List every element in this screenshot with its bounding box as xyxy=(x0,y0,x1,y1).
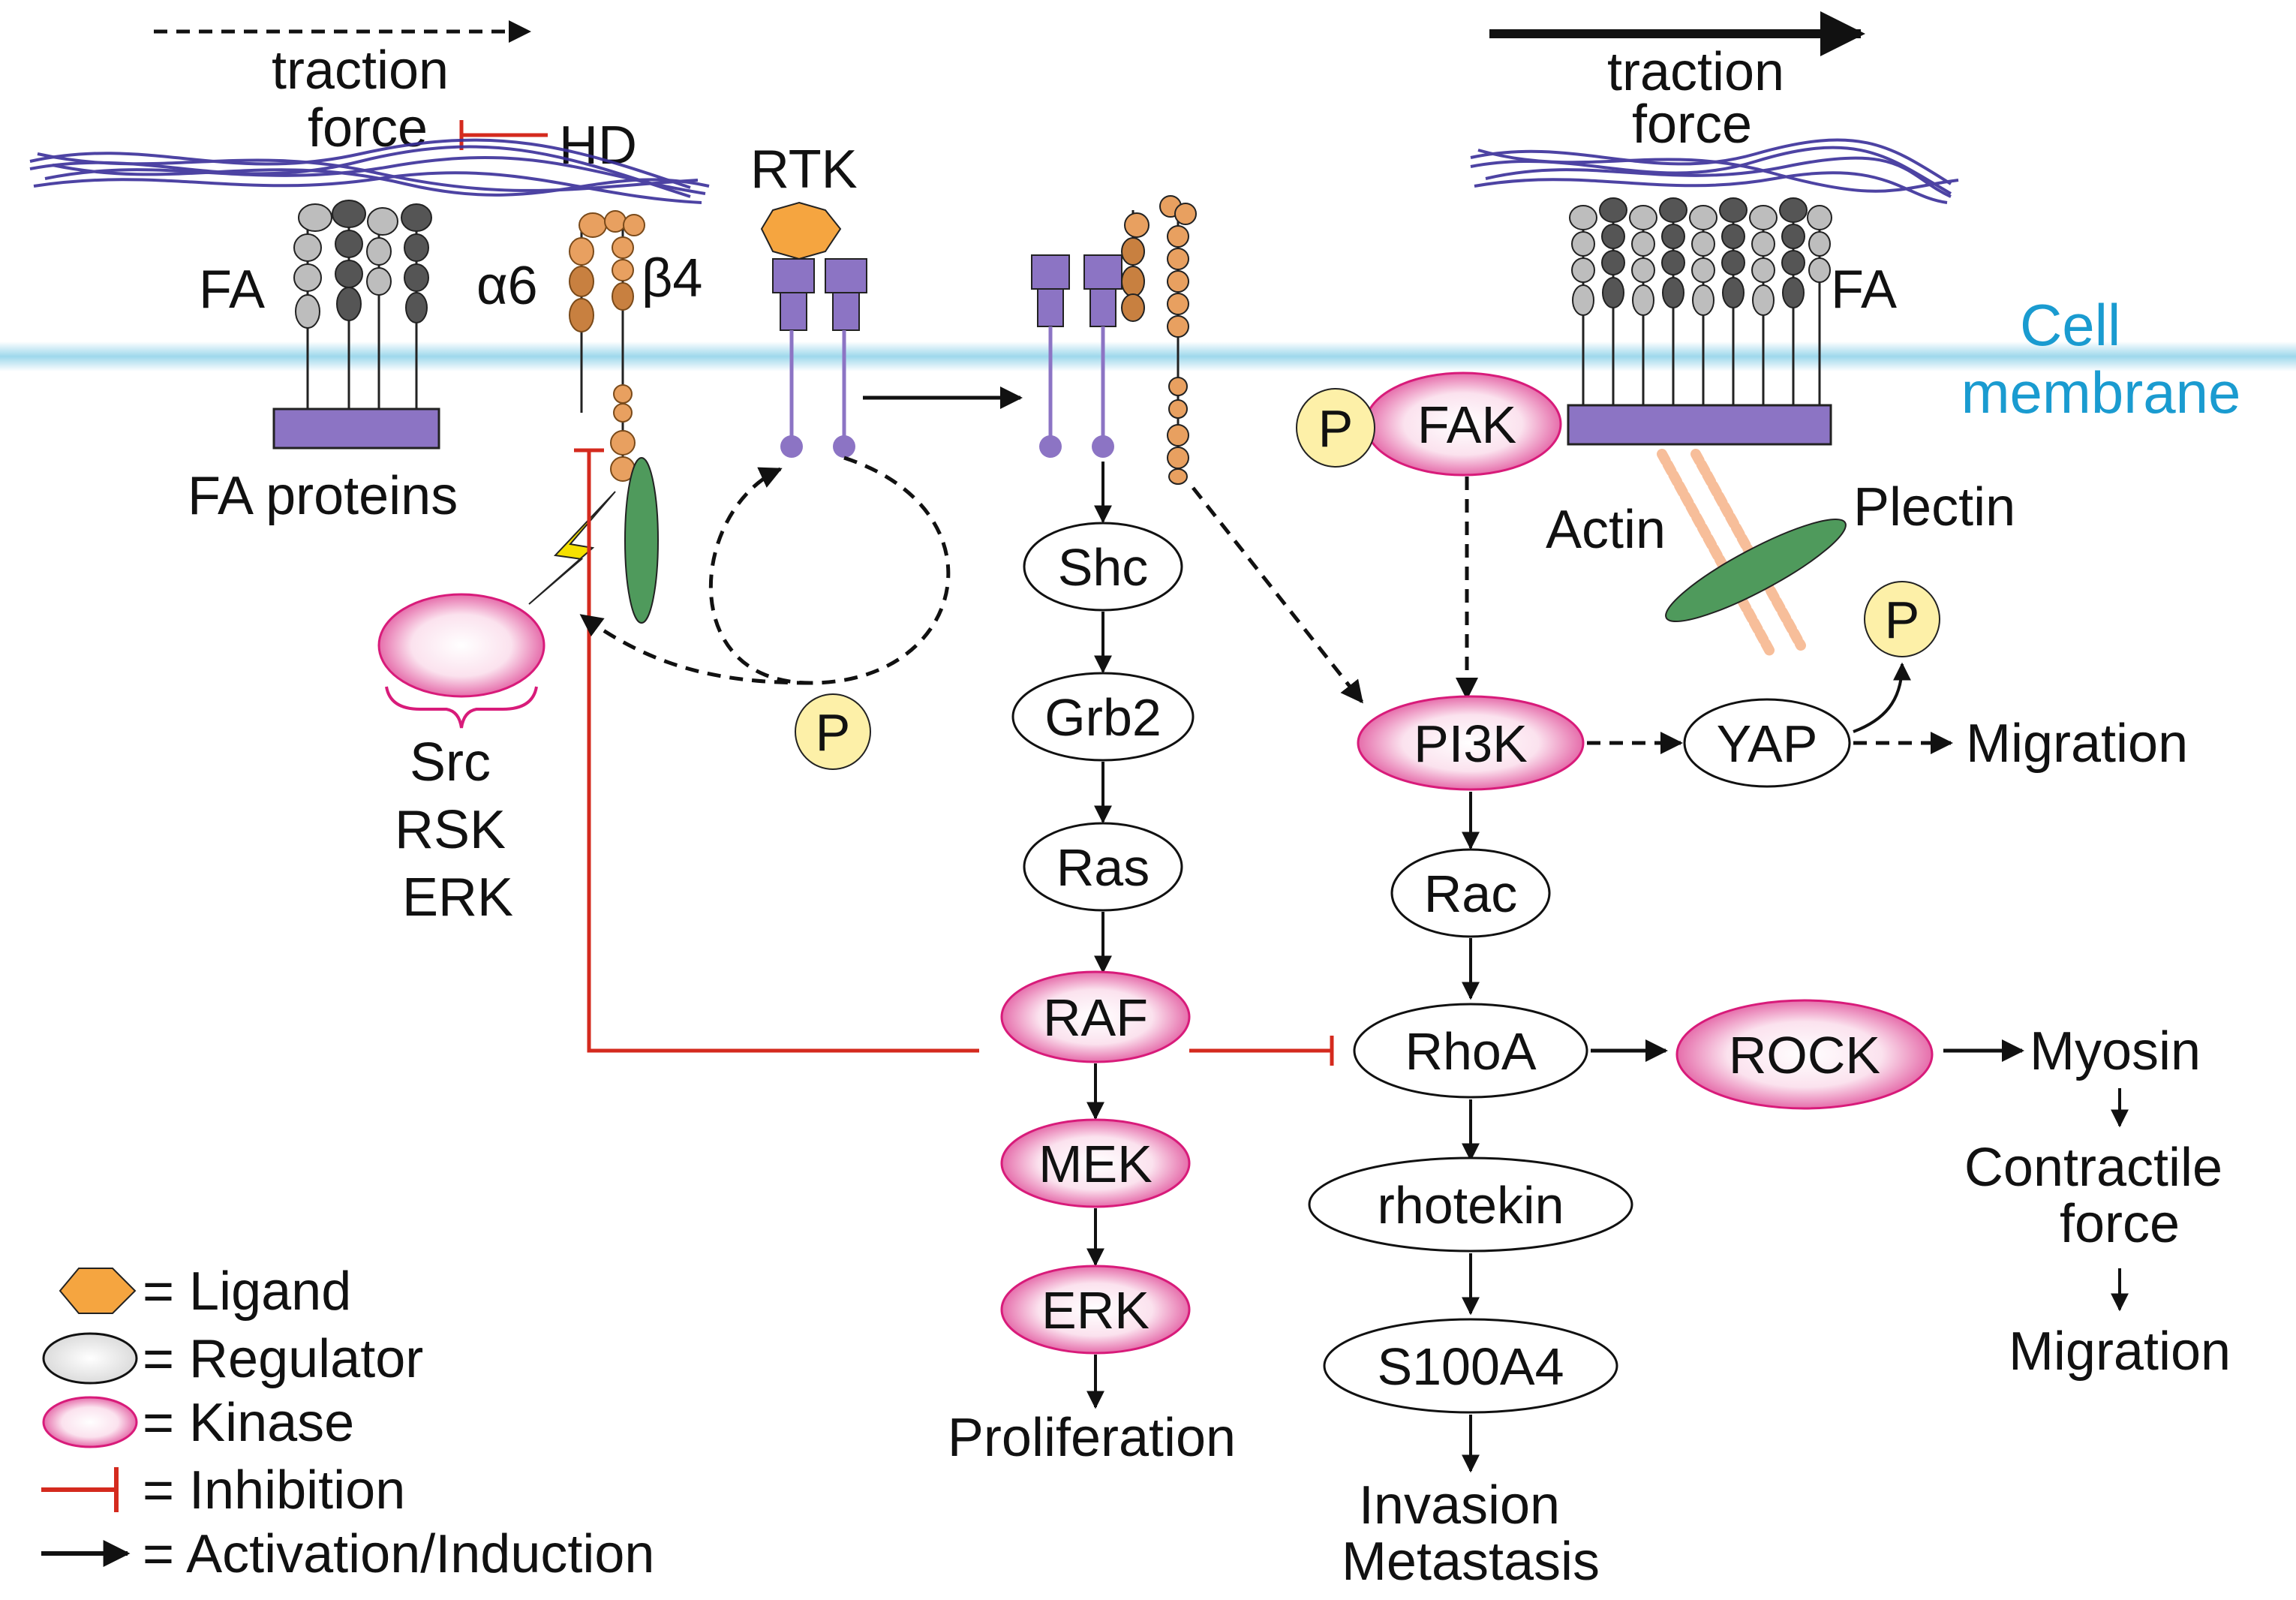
svg-text:Shc: Shc xyxy=(1058,538,1149,597)
integrin-alpha6-beta4 xyxy=(569,210,645,482)
fa-cluster-left xyxy=(272,200,440,450)
fa-cluster-right xyxy=(1567,197,1832,446)
node-shc: Shc xyxy=(1023,522,1183,612)
src-rsk-erk-kinase xyxy=(377,593,545,698)
svg-text:FAK: FAK xyxy=(1417,395,1516,454)
phospho-badge-yap xyxy=(1864,581,1940,657)
alpha6-label: α6 xyxy=(476,256,538,316)
rtk-integrin-complex xyxy=(1031,195,1197,485)
svg-text:ROCK: ROCK xyxy=(1729,1026,1880,1084)
node-rac: Rac xyxy=(1390,848,1551,938)
fa-label-left: FA xyxy=(199,260,265,320)
actin-label: Actin xyxy=(1546,500,1666,560)
node-rock: ROCK xyxy=(1675,999,1934,1110)
cell-membrane-label: Cell membrane xyxy=(1961,292,2241,426)
contractile-force-label: Contractile force xyxy=(1964,1138,2237,1254)
node-ras: Ras xyxy=(1023,822,1183,912)
node-s100a4: S100A4 xyxy=(1323,1318,1618,1414)
hd-inhibition xyxy=(459,120,548,150)
svg-text:YAP: YAP xyxy=(1717,714,1818,773)
rtk-to-src-arrow xyxy=(579,613,811,685)
svg-text:Ras: Ras xyxy=(1056,838,1150,897)
node-grb2: Grb2 xyxy=(1011,672,1195,762)
legend-activation-label: = Activation/Induction xyxy=(143,1524,654,1584)
beta4-label: β4 xyxy=(642,248,702,308)
fa-proteins-plate-right xyxy=(1567,404,1832,446)
svg-text:ERK: ERK xyxy=(1041,1281,1150,1340)
collagen-fibers-left xyxy=(29,138,710,204)
legend-kinase-label: = Kinase xyxy=(143,1393,354,1453)
plectin-label: Plectin xyxy=(1853,477,2015,537)
legend-ligand-label: = Ligand xyxy=(143,1262,351,1322)
ligand-icon xyxy=(760,201,842,260)
node-erk: ERK xyxy=(1000,1265,1191,1355)
traction-force-left-label: traction force xyxy=(272,41,464,158)
proliferation-label: Proliferation xyxy=(948,1408,1236,1468)
svg-text:Grb2: Grb2 xyxy=(1044,688,1162,747)
node-rhotekin: rhotekin xyxy=(1308,1156,1633,1253)
node-mek: MEK xyxy=(1000,1118,1191,1208)
svg-text:PI3K: PI3K xyxy=(1414,714,1528,773)
phospho-badge-fak xyxy=(1296,388,1375,468)
svg-text:Rac: Rac xyxy=(1424,865,1517,923)
migration-yap-label: Migration xyxy=(1966,714,2188,774)
myosin-label: Myosin xyxy=(2030,1021,2201,1081)
migration-rock-label: Migration xyxy=(2009,1322,2231,1382)
rtk-label: RTK xyxy=(750,140,858,200)
cell-membrane-band xyxy=(0,341,2296,371)
yap-to-phospho-arrow xyxy=(1853,662,1911,733)
node-raf: RAF xyxy=(1000,970,1191,1063)
svg-text:S100A4: S100A4 xyxy=(1377,1337,1564,1396)
node-fak: FAK xyxy=(1364,371,1562,477)
phospho-label-fak: P xyxy=(1318,399,1354,458)
rtk-receptor xyxy=(772,258,867,458)
kinase-brace xyxy=(385,686,538,729)
collagen-fibers-right xyxy=(1470,138,1959,204)
svg-text:RAF: RAF xyxy=(1043,988,1148,1047)
legend-inhibition-icon xyxy=(41,1467,119,1512)
legend-regulator-label: = Regulator xyxy=(143,1329,423,1389)
fa-proteins-plate-left xyxy=(272,408,440,450)
phospho-badge-rtk xyxy=(795,693,871,770)
raf-inhibits-beta4 xyxy=(574,448,979,1053)
svg-text:RhoA: RhoA xyxy=(1405,1022,1536,1081)
fa-label-right: FA xyxy=(1831,260,1897,320)
fa-proteins-label: FA proteins xyxy=(188,466,458,526)
node-pi3k: PI3K xyxy=(1357,695,1585,791)
lightning-bolt-icon xyxy=(528,491,616,605)
plectin-left xyxy=(624,457,659,624)
legend-inhibition-label: = Inhibition xyxy=(143,1460,405,1520)
traction-force-right-label: traction force xyxy=(1607,42,1799,155)
plectin-right xyxy=(1665,518,1847,623)
node-yap: YAP xyxy=(1683,698,1851,788)
legend-kinase-icon xyxy=(42,1396,138,1448)
legend: = Ligand = Regulator = Kinase = Inhibiti… xyxy=(41,1262,654,1584)
complex-to-pi3k-arrow xyxy=(1192,486,1363,704)
legend-ligand-icon xyxy=(59,1268,137,1314)
svg-text:MEK: MEK xyxy=(1038,1135,1153,1193)
kinase-stack-label: Src RSK ERK xyxy=(395,732,521,928)
phospho-label-yap: P xyxy=(1885,591,1920,649)
phospho-label-rtk: P xyxy=(816,703,851,762)
legend-regulator-icon xyxy=(42,1332,138,1385)
node-rhoa: RhoA xyxy=(1353,1003,1588,1099)
invasion-metastasis-label: Invasion Metastasis xyxy=(1342,1475,1600,1592)
svg-text:rhotekin: rhotekin xyxy=(1377,1176,1564,1235)
raf-inhibits-rhoa xyxy=(1189,1036,1334,1066)
rtk-autophosphorylation-loop xyxy=(709,456,951,685)
